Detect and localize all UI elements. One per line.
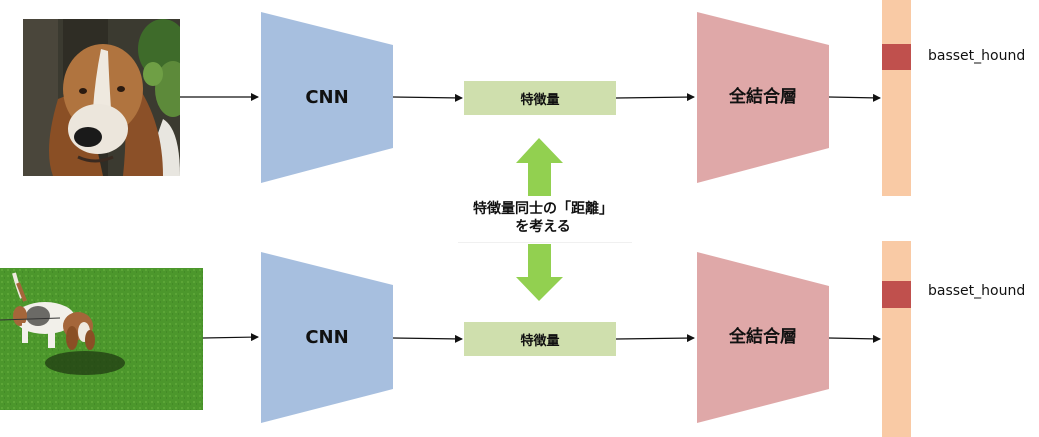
fc-label-1: 全結合層 <box>728 86 797 107</box>
edge-cnn-to-feature-1 <box>392 93 463 102</box>
distance-annotation: 特徴量同士の「距離」 を考える <box>455 200 631 236</box>
cnn-label-1: CNN <box>305 87 348 108</box>
output-highlight-1 <box>882 44 911 70</box>
output-vector-1 <box>882 0 911 196</box>
distance-annotation-line2: を考える <box>515 219 571 235</box>
output-class-label-1: basset_hound <box>928 48 1026 64</box>
output-vector-2 <box>882 241 911 437</box>
dog-portrait-image <box>23 19 180 176</box>
input-image-2 <box>0 268 203 410</box>
dog-on-lawn-image <box>0 268 203 410</box>
feature-label-1: 特徴量 <box>520 92 560 108</box>
edge-cnn-to-feature-2 <box>392 334 463 343</box>
edge-feature-to-fc-2 <box>615 334 695 343</box>
cnn-block-2 <box>261 252 393 423</box>
edge-fc-to-output-1 <box>828 93 881 102</box>
fc-label-2: 全結合層 <box>728 326 797 347</box>
edge-image-to-cnn-2 <box>202 333 259 342</box>
cnn-label-2: CNN <box>305 327 348 348</box>
output-highlight-2 <box>882 281 911 308</box>
fc-block-2 <box>697 252 829 423</box>
distance-arrow-down <box>516 244 563 301</box>
feature-box-1: 特徴量 <box>464 81 616 115</box>
distance-annotation-line1: 特徴量同士の「距離」 <box>473 201 613 217</box>
annotation-divider <box>458 242 632 243</box>
edge-feature-to-fc-1 <box>615 93 695 102</box>
fc-block-1 <box>697 12 829 183</box>
feature-box-2: 特徴量 <box>464 322 616 356</box>
cnn-block-1 <box>261 12 393 183</box>
input-image-1 <box>23 19 180 176</box>
distance-arrow-up <box>516 138 563 196</box>
feature-label-2: 特徴量 <box>520 333 560 349</box>
edge-fc-to-output-2 <box>828 334 881 343</box>
output-class-label-2: basset_hound <box>928 283 1026 299</box>
